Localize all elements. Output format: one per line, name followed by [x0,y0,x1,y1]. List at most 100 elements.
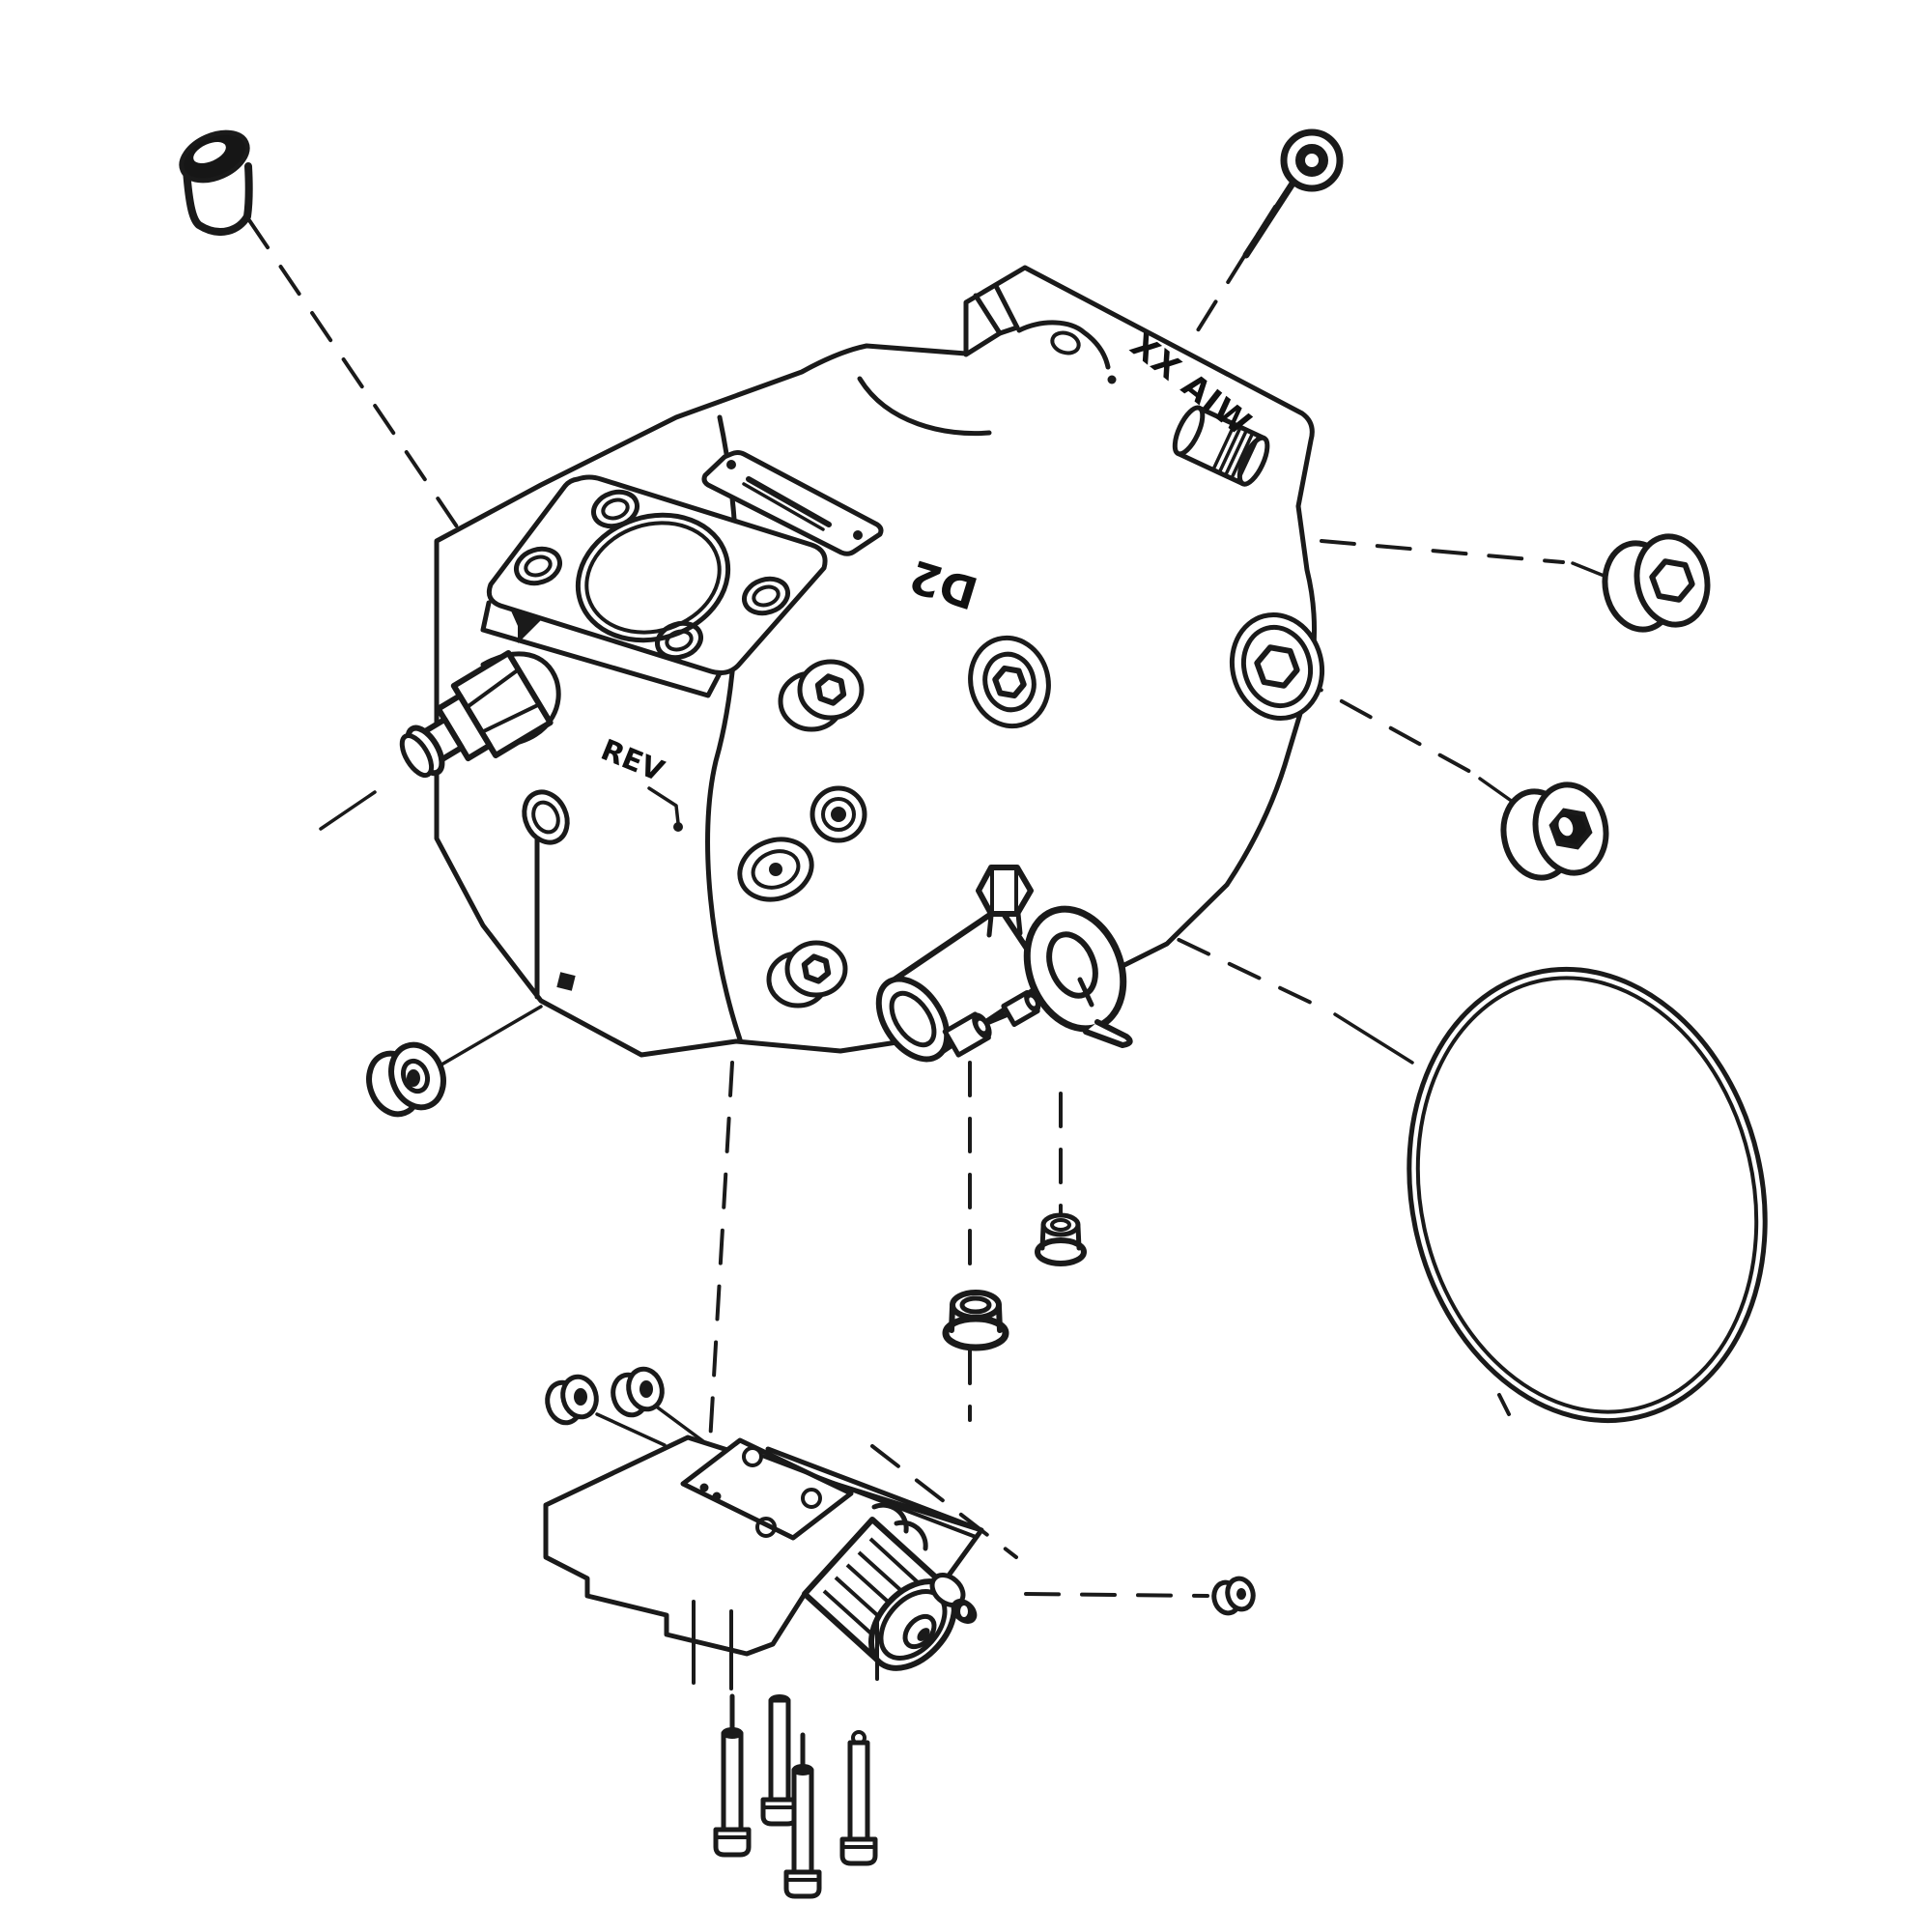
bolt-body [791,1767,814,1875]
leader-line [319,790,377,831]
center-cap [942,1290,1009,1351]
nameplate-scratch [746,476,832,527]
bolt-body [847,1740,870,1842]
valve-edge-slot [760,1454,983,1539]
screw-head [1280,128,1344,192]
bolt-thread-rim [722,1727,743,1739]
flange-thickness [480,600,722,698]
plug-socket [407,1069,420,1087]
port-inner-ring [982,651,1037,713]
dashed-axis-plug-far-right [1024,1592,1209,1598]
cylinder-boss-hole [917,1628,930,1641]
o-ring-outer [1406,966,1768,1424]
valve-plug-a [545,1374,599,1426]
plate-dot [699,1483,709,1492]
eye-ring-chord [1077,977,1094,1008]
boss-hex-socket [814,673,847,706]
bolt-2 [760,1694,799,1827]
bolt-1 [713,1693,752,1858]
center-plug [1035,1212,1087,1266]
fitting-stub-a [942,1011,992,1058]
leader-line-valve-plug-a [595,1412,667,1447]
flange-arrow-mark [510,609,541,643]
bolt-3 [783,1732,822,1899]
leader-line-plug-bottom-left [435,1005,543,1069]
bolt-boss-bottom [766,940,848,1009]
knurled-plug-end [1236,435,1270,487]
hex-nut-stem [986,911,1023,938]
bolt-thread-rim [792,1764,813,1776]
mounting-flange [480,474,828,698]
bolt-head [760,1797,799,1827]
dashed-axis-plug-upper [1320,539,1565,564]
shaft-seal-boss [522,789,570,845]
housing-form-curve [857,376,992,437]
plug-hex-socket [1548,808,1593,850]
dashed-axis-plug-lower [1291,672,1474,775]
o-ring [1406,966,1768,1424]
plug-socket [1236,1588,1246,1600]
leader-line-valve-plug-b [653,1404,705,1443]
screw-shaft [1242,180,1296,259]
knurled-plug-face [1172,405,1206,457]
screw-socket [1295,144,1328,177]
valve-edge-slot [765,1446,984,1533]
oval-port [737,837,814,902]
bolt-boss-top [778,659,865,732]
nameplate-scratch [742,482,825,531]
knurl-lines [1211,424,1261,482]
casting-dot [1107,375,1117,384]
plate-dot [712,1492,722,1501]
bolt-head [713,1827,752,1858]
bolt-head [839,1836,878,1866]
plug-top [1040,1212,1081,1237]
flange-bolt-holes [514,489,790,661]
side-port-boss [1229,611,1325,722]
flange-face [486,474,828,675]
o-ring-inner [1415,976,1759,1414]
o-ring-split-mark [1497,1393,1511,1416]
port-hex-socket [1254,644,1300,689]
end-fitting-hole [960,1605,968,1617]
center-port-boss [968,635,1051,729]
bushing-plug-top-left [179,129,253,236]
bushing-bore [193,141,226,164]
assembly-axis-dashed-lines [247,205,1565,1598]
shaft-hex-facet [465,668,521,710]
bolt-body [721,1730,744,1833]
housing-outline [434,265,1317,1058]
bolt-head [783,1869,822,1899]
pump-housing: XX AIW D2 REV [399,265,1325,1063]
leader-line-o-ring [1333,1012,1414,1065]
valve-pin-lines [692,1600,879,1690]
nameplate-rivet [726,460,736,469]
nameplate-rivet [853,530,863,540]
eye-ring-hole [1046,931,1098,999]
eye-ring-plate [1023,905,1133,1048]
hex-nut [976,865,1034,938]
plug-face-ring [400,1058,431,1094]
fitting-face-inner [889,990,937,1048]
plug-socket [639,1380,653,1398]
gauge-port-dot [831,807,846,822]
valve-solenoid-cylinder [802,1502,978,1671]
housing-hump [1016,320,1111,370]
knurled-plug [1172,405,1270,487]
port-inner-ring [1240,624,1314,709]
oval-port-dot [769,863,782,876]
plate-hole [755,1517,777,1538]
plate-hole [801,1488,822,1509]
seal-boss-inner [531,800,560,835]
socket-screw-top-right [1242,128,1344,259]
eye-ring-tail [1083,1019,1133,1048]
port-hex-socket [992,665,1027,699]
rev-leader-dot [673,822,683,832]
cap-top-ring [959,1295,992,1315]
dashed-axis-valve-right [870,1444,1018,1559]
valve-plug-b [611,1366,665,1418]
gauge-port-inner [821,797,856,832]
shaft-hex-facet [479,702,542,734]
boss-hex-socket [801,953,832,984]
